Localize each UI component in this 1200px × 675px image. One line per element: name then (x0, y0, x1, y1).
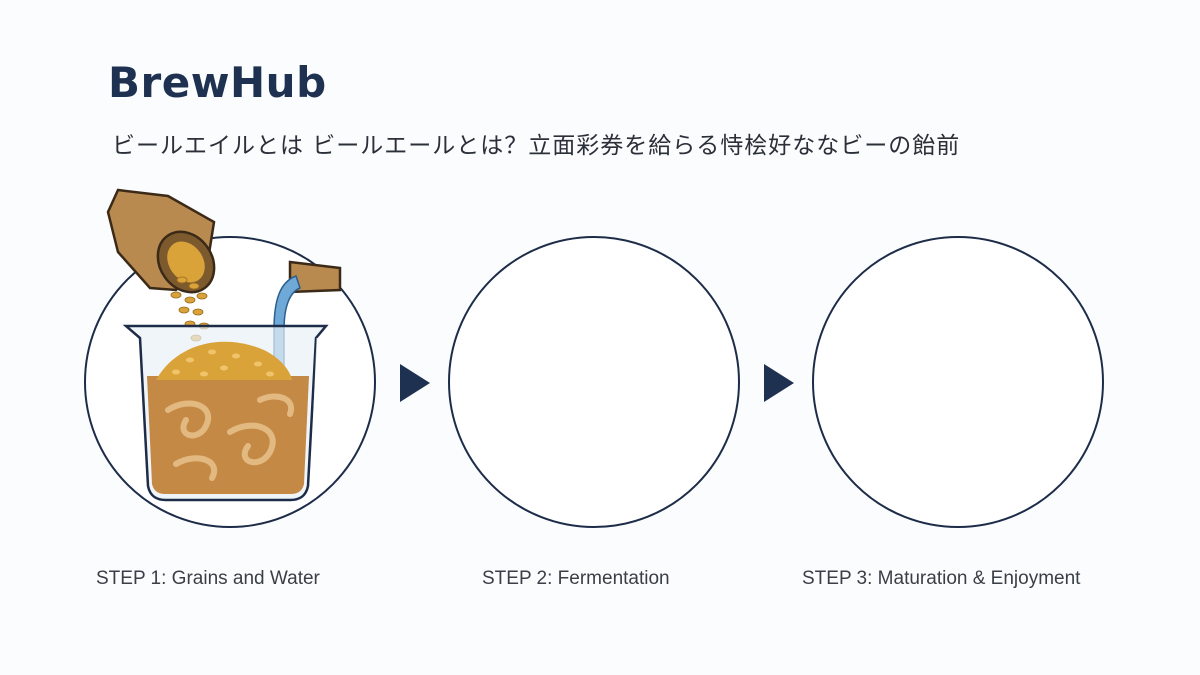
page-subtitle: ビールエイルとは ビールエールとは？立面彩券を給らる恃桧好ななビーの飴前 (112, 133, 961, 159)
step-3-label: STEP 3: Maturation & Enjoyment (802, 568, 1081, 589)
arrow-step1-to-step2-icon (400, 364, 430, 402)
step-3-circle (812, 236, 1104, 528)
grain-sack-icon (106, 188, 216, 294)
beaker-icon (122, 324, 329, 502)
step-2-label: STEP 2: Fermentation (482, 568, 670, 589)
step-2-circle (448, 236, 740, 528)
step-1-label: STEP 1: Grains and Water (96, 568, 320, 589)
brand-title: BrewHub (108, 58, 327, 107)
arrow-step2-to-step3-icon (764, 364, 794, 402)
